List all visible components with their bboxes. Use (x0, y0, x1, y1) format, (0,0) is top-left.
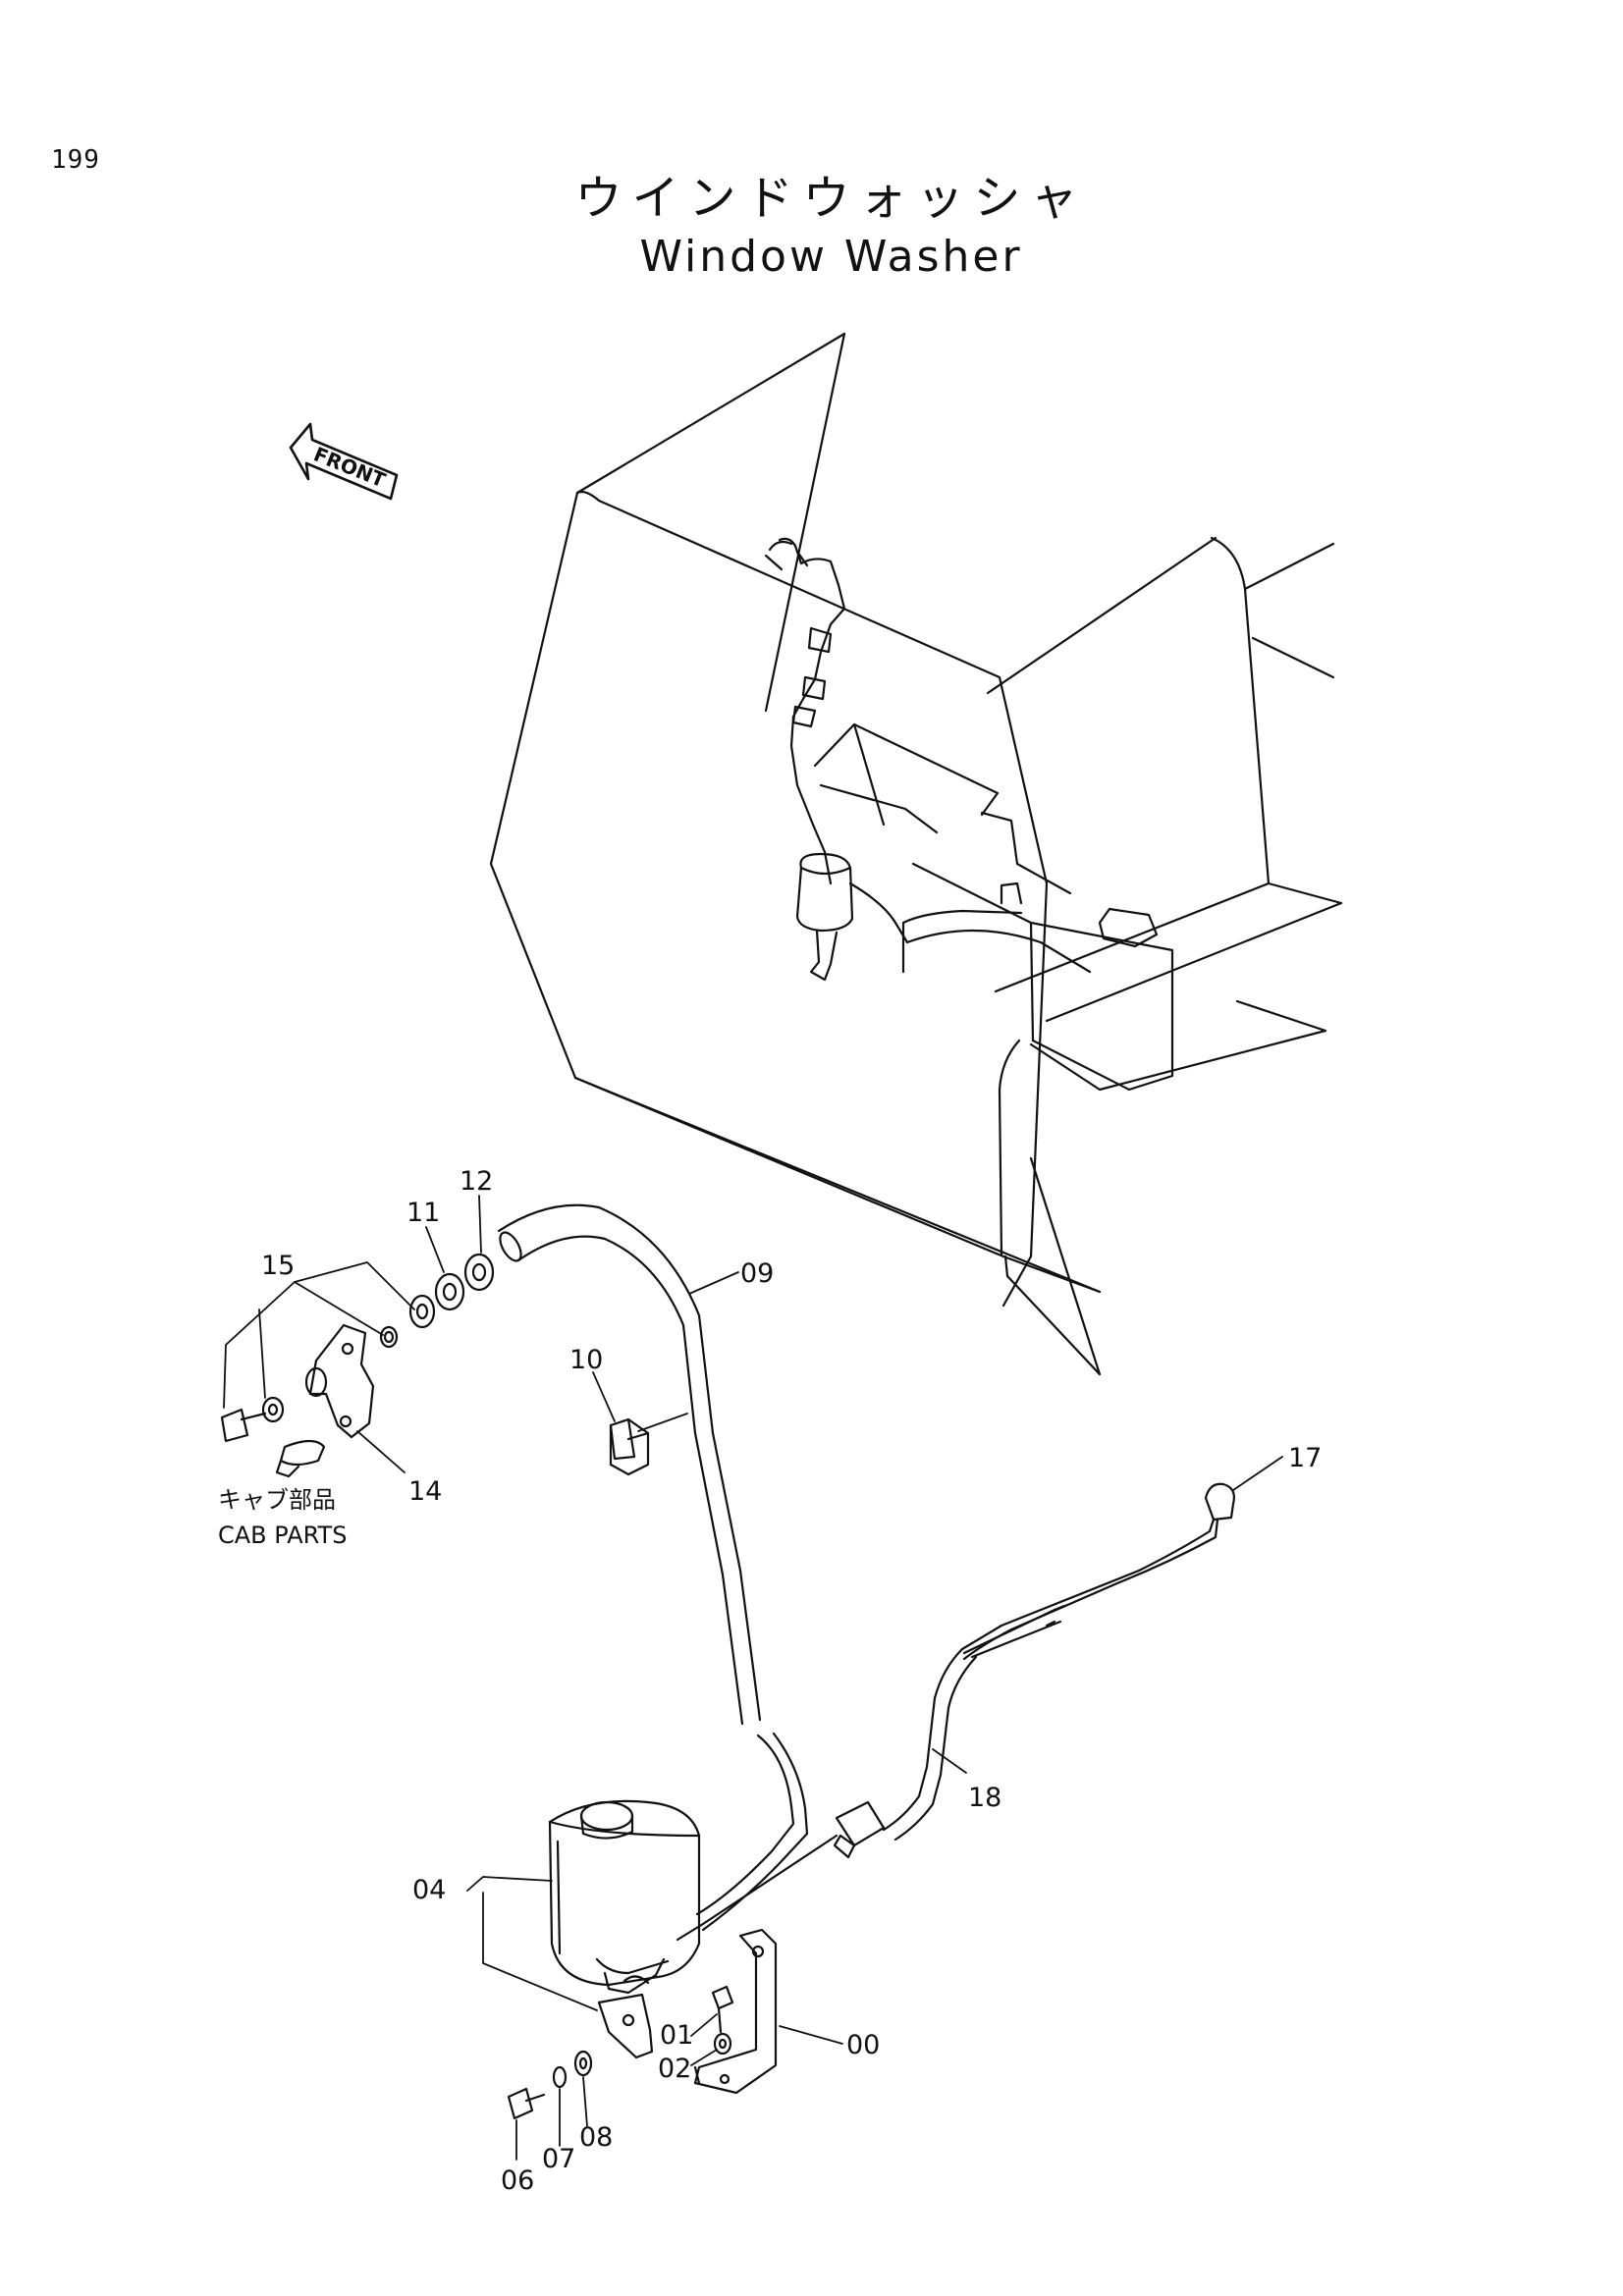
clamp-part-10 (609, 1417, 650, 1476)
part-label-07: 07 (542, 2144, 575, 2174)
part-labels: 00 01 02 04 06 07 08 09 10 11 12 14 15 1… (218, 1166, 1322, 2196)
leader-lines (223, 1195, 1283, 2161)
mount-bracket-part-00 (693, 1928, 778, 2095)
part-label-06: 06 (501, 2165, 534, 2196)
part-label-10: 10 (569, 1345, 603, 1375)
bracket-part-14 (220, 1323, 375, 1478)
part-label-17: 17 (1288, 1443, 1322, 1473)
front-arrow-icon: FRONT (289, 422, 399, 501)
part-label-18: 18 (968, 1783, 1001, 1813)
page-number: 199 (51, 145, 100, 175)
part-label-01: 01 (660, 2020, 693, 2051)
grommet-set-11-12 (261, 1253, 495, 1423)
harness-part-17-18 (676, 1482, 1235, 1942)
part-label-14: 14 (408, 1476, 442, 1507)
bolt-set-06-07-08 (507, 1993, 654, 2120)
part-label-11: 11 (406, 1198, 440, 1228)
front-label: FRONT (310, 442, 389, 492)
part-label-12: 12 (460, 1166, 493, 1197)
title-english: Window Washer (639, 232, 1023, 282)
part-label-04: 04 (412, 1875, 446, 1905)
cab-assembly-drawing (489, 332, 1343, 1376)
part-label-09: 09 (740, 1258, 774, 1289)
screw-part-01-02 (711, 1985, 734, 2056)
title-japanese: ウインドウォッシャ (574, 171, 1088, 226)
part-label-00: 00 (846, 2030, 880, 2060)
washer-tank-part-04 (548, 1799, 701, 1995)
cab-parts-note-japanese: キャブ部品 (218, 1486, 336, 1514)
title-block: ウインドウォッシャ Window Washer (0, 169, 1623, 287)
part-label-15: 15 (261, 1251, 295, 1281)
part-label-08: 08 (579, 2122, 613, 2153)
part-label-02: 02 (658, 2054, 691, 2084)
hose-part-09 (497, 1203, 809, 1932)
cab-parts-note-english: CAB PARTS (218, 1522, 347, 1549)
